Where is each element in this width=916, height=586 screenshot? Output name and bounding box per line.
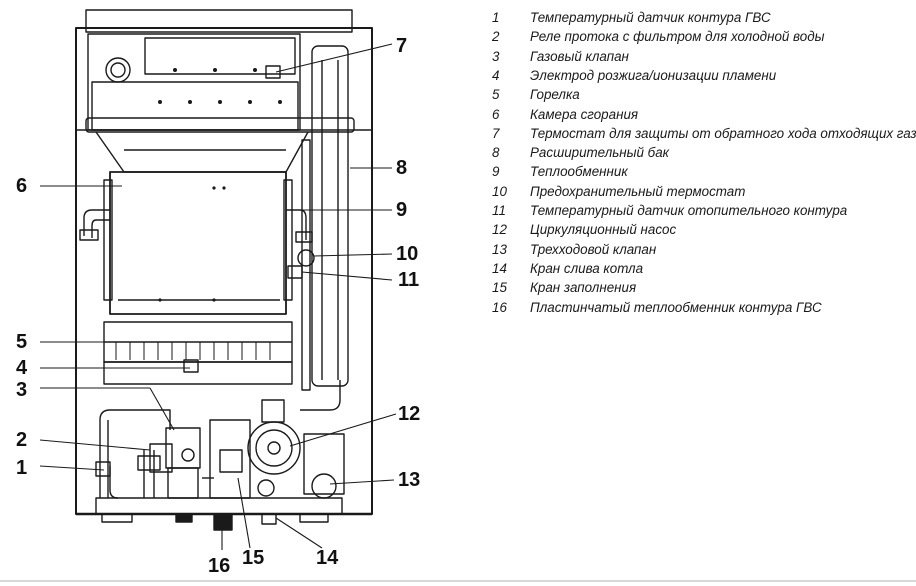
leader-lines [39, 43, 397, 550]
legend-number: 6 [492, 106, 500, 122]
callout-13: 13 [398, 469, 421, 491]
hydraulic-group [95, 399, 345, 531]
legend-label: Электрод розжига/ионизации пламени [530, 67, 777, 83]
callout-6: 6 [16, 175, 28, 197]
legend-number: 1 [492, 10, 500, 25]
legend-number: 16 [492, 299, 507, 315]
callout-10: 10 [396, 243, 419, 265]
bottom-divider [0, 580, 916, 582]
legend-label: Кран заполнения [530, 280, 637, 296]
legend-label: Реле протока с фильтром для холодной вод… [530, 29, 825, 45]
legend-label: Горелка [530, 87, 580, 103]
legend-label: Циркуляционный насос [530, 222, 677, 238]
legend-label: Пластинчатый теплообменник контура ГВС [530, 299, 822, 315]
legend-label: Газовый клапан [530, 48, 629, 64]
heat-exchanger [79, 209, 313, 243]
callout-3: 3 [16, 379, 28, 401]
legend-number: 8 [492, 145, 500, 161]
callout-14: 14 [316, 547, 339, 569]
legend-label: Теплообменник [530, 164, 628, 180]
legend-number: 4 [492, 67, 500, 83]
legend-label: Температурный датчик отопительного конту… [530, 203, 848, 218]
fan-hood [87, 33, 301, 131]
burner [103, 321, 293, 385]
callout-5: 5 [16, 331, 28, 353]
combustion-chamber [103, 171, 293, 315]
boiler-diagram [39, 9, 397, 550]
legend-label: Камера сгорания [530, 106, 639, 122]
callout-2: 2 [16, 429, 28, 451]
legend-number: 15 [492, 280, 507, 296]
legend-number: 3 [492, 48, 500, 64]
legend-number: 5 [492, 87, 500, 103]
legend-label: Трехходовой клапан [530, 241, 657, 257]
legend-label: Кран слива котла [530, 260, 644, 276]
callout-16: 16 [208, 555, 231, 577]
callout-8: 8 [396, 157, 408, 179]
legend-number: 11 [492, 203, 506, 218]
callout-4: 4 [16, 357, 28, 379]
legend-number: 9 [492, 164, 500, 180]
flue-collector [85, 117, 355, 173]
callout-1: 1 [16, 457, 28, 479]
legend-number: 13 [492, 241, 507, 257]
callout-9: 9 [396, 199, 408, 221]
callout-12: 12 [398, 403, 421, 425]
legend-number: 7 [492, 125, 500, 141]
legend-label: Расширительный бак [530, 145, 669, 161]
legend-label: Температурный датчик контура ГВС [530, 10, 771, 25]
legend-label: Термостат для защиты от обратного хода о… [530, 125, 916, 141]
legend-label: Предохранительный термостат [530, 183, 746, 199]
legend-number: 12 [492, 222, 507, 238]
legend-number: 14 [492, 260, 507, 276]
callout-11: 11 [398, 269, 420, 291]
expansion-tank [300, 45, 349, 411]
callout-15: 15 [242, 547, 265, 569]
callout-7: 7 [396, 35, 408, 57]
legend-number: 2 [492, 29, 500, 45]
legend-number: 10 [492, 183, 507, 199]
boiler-casing [75, 9, 373, 523]
